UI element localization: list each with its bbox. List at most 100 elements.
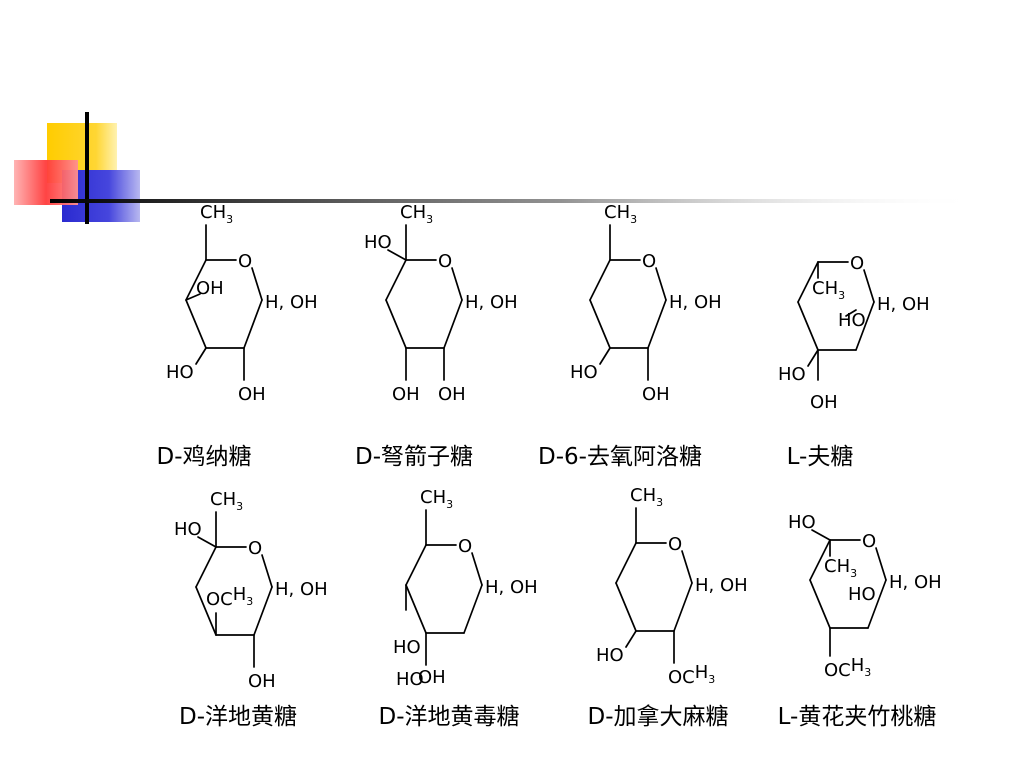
ch3-label: CH3 xyxy=(400,202,433,226)
oh-label: OH xyxy=(392,384,420,405)
ring-bond xyxy=(185,299,207,349)
ring-oxygen: O xyxy=(458,536,472,557)
ring-bond xyxy=(261,554,273,588)
ring-oxygen: O xyxy=(668,534,682,555)
caption-6-deoxyallose: D-6-去氧阿洛糖 xyxy=(538,444,702,470)
caption-d-digitalose: D-洋地黄糖 xyxy=(178,704,298,730)
ring-oxygen: O xyxy=(238,251,252,272)
ch3-label: CH3 xyxy=(420,487,453,511)
caption-l-oleandrose: L-黄花夹竹桃糖 xyxy=(777,704,937,730)
red-square xyxy=(14,160,78,205)
ring-oxygen: O xyxy=(850,253,864,274)
ch3-label: CH3 xyxy=(630,485,663,509)
c3-bond xyxy=(195,347,207,365)
ho-label: HO xyxy=(174,519,202,540)
caption-d-antiarose: D-弩箭子糖 xyxy=(354,444,474,470)
ring-bond xyxy=(875,547,887,581)
ring-bond xyxy=(797,261,819,303)
ring-bond xyxy=(615,582,637,632)
ring-oxygen: O xyxy=(248,538,262,559)
ho-label: HO xyxy=(364,232,392,253)
bond xyxy=(845,309,857,317)
ch3-label: CH3 xyxy=(812,278,845,302)
ring-bond xyxy=(251,267,263,301)
ring-bond xyxy=(797,301,819,351)
oh-label: OH xyxy=(196,278,224,299)
ring-bond xyxy=(253,586,273,636)
ring-bond xyxy=(185,259,207,301)
caption-l-fucose: L-夫糖 xyxy=(786,444,854,470)
anomeric-label: H, OH xyxy=(485,577,538,598)
och3-label: OCH3 xyxy=(668,662,715,688)
ch3-label: CH3 xyxy=(210,489,243,513)
ring-bond xyxy=(385,259,407,301)
ring-bond xyxy=(867,579,887,629)
anomeric-label: H, OH xyxy=(669,292,722,313)
ho-label: HO xyxy=(838,310,866,331)
ring-bond xyxy=(615,542,637,584)
ring-bond xyxy=(809,579,831,629)
ring-bond xyxy=(195,546,217,588)
ho-label: HO xyxy=(778,364,806,385)
ring-bond xyxy=(589,299,611,349)
ring-oxygen: O xyxy=(862,531,876,552)
caption-d-cymarose: D-加拿大麻糖 xyxy=(587,704,729,730)
ho-label: HO xyxy=(570,362,598,383)
oh-label: OH xyxy=(248,671,276,692)
ring-bond xyxy=(385,299,407,349)
anomeric-label: H, OH xyxy=(877,294,930,315)
caption-d-digitoxose: D-洋地黄毒糖 xyxy=(378,704,520,730)
ch3-label: CH3 xyxy=(604,202,637,226)
c5-oh-bond xyxy=(811,529,831,541)
ring-bond xyxy=(673,582,693,632)
c4-bond xyxy=(185,293,201,301)
oh-label: OH xyxy=(810,392,838,413)
ho-label: HO xyxy=(396,669,424,690)
ring-bond xyxy=(405,544,427,586)
c3-bond xyxy=(625,630,637,648)
ring-bond xyxy=(463,584,483,634)
caption-d-quinovose: D-鸡纳糖 xyxy=(156,444,252,470)
ring-bond xyxy=(647,299,667,349)
ring-bond xyxy=(589,259,611,301)
ho-label: HO xyxy=(596,645,624,666)
ring-bond xyxy=(195,586,217,636)
c5-oh-bond xyxy=(387,249,407,261)
ring-oxygen: O xyxy=(642,251,656,272)
horizontal-rule xyxy=(50,199,980,203)
ho-label: HO xyxy=(166,362,194,383)
ring-bond xyxy=(809,539,831,581)
ring-bond xyxy=(451,267,463,301)
anomeric-label: H, OH xyxy=(889,572,942,593)
och3-label: OCH3 xyxy=(206,584,253,610)
anomeric-label: H, OH xyxy=(275,579,328,600)
ring-bond xyxy=(855,301,875,351)
ring-bond xyxy=(243,299,263,349)
ring-bond xyxy=(471,552,483,586)
oh-label: OH xyxy=(642,384,670,405)
oh-label: OH xyxy=(418,667,446,688)
ring-bond xyxy=(681,550,693,584)
ring-oxygen: O xyxy=(438,251,452,272)
ch3-label: CH3 xyxy=(824,556,857,580)
c5-oh-bond xyxy=(197,536,217,548)
ho-label: HO xyxy=(848,584,876,605)
och3-label: OCH3 xyxy=(824,655,871,681)
anomeric-label: H, OH xyxy=(265,292,318,313)
anomeric-label: H, OH xyxy=(465,292,518,313)
ring-bond xyxy=(655,267,667,301)
oh-label: OH xyxy=(438,384,466,405)
c3-bond xyxy=(807,349,819,367)
ho-label: HO xyxy=(788,512,816,533)
ring-bond xyxy=(405,584,427,634)
title-decoration xyxy=(14,112,980,224)
